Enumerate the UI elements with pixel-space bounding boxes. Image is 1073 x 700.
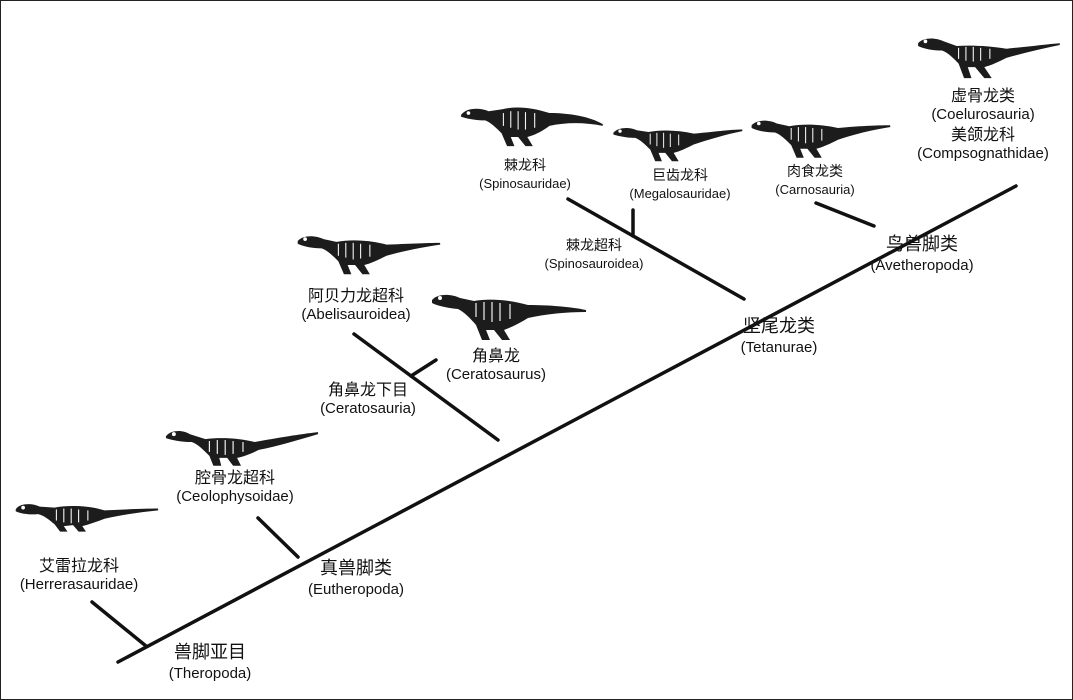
leaf-name-cn: 角鼻龙 [471, 346, 520, 365]
main-trunk-line [116, 184, 1018, 664]
leaf-name-cn: 肉食龙类 [787, 164, 843, 180]
leaf-name-cn: 艾雷拉龙科 [38, 556, 119, 575]
leaf-name-cn: 棘龙科 [504, 158, 546, 174]
leaf-label-spinosauridae: 棘龙科 (Spinosauridae) [460, 158, 590, 192]
leaf-name-en: (Carnosauria) [775, 181, 855, 197]
node-label-spinosauroidea: 棘龙超科 (Spinosauroidea) [526, 238, 662, 272]
node-label-eutheropoda: 真兽脚类 (Eutheropoda) [286, 558, 426, 599]
dinosaur-skeleton-icon [165, 431, 319, 466]
node-name-en: (Ceratosauria) [320, 400, 416, 417]
dinosaur-skeleton-icon [297, 236, 441, 275]
leaf-name-en: (Abelisauroidea) [301, 306, 411, 323]
leaf-name-cn-2: 美颌龙科 [950, 124, 1015, 144]
leaf-name-en-2: (Compsognathidae) [917, 144, 1049, 162]
node-name-en: (Avetheropoda) [870, 256, 974, 274]
dinosaur-skeleton-icon [918, 38, 1060, 79]
leaf-name-cn: 虚骨龙类 [950, 86, 1015, 105]
leaf-name-cn: 阿贝力龙超科 [307, 286, 404, 305]
node-label-theropoda: 兽脚亚目 (Theropoda) [150, 642, 270, 683]
leaf-name-en: (Spinosauridae) [479, 175, 571, 191]
node-name-cn: 棘龙超科 [566, 238, 622, 254]
branch-ceratosaurus [409, 358, 438, 378]
branch-ceratosauria [352, 332, 500, 442]
leaf-name-cn: 巨齿龙科 [652, 168, 708, 184]
node-name-en: (Tetanurae) [740, 338, 818, 356]
dinosaur-skeleton-icon [432, 294, 586, 340]
branch-spinosauroidea [566, 197, 746, 301]
node-name-en: (Eutheropoda) [308, 580, 404, 598]
leaf-label-herrerasauridae: 艾雷拉龙科 (Herrerasauridae) [0, 556, 158, 595]
node-name-en: (Spinosauroidea) [544, 255, 644, 271]
leaf-label-ceratosaurus: 角鼻龙 (Ceratosaurus) [426, 346, 566, 385]
leaf-label-ceolophysoidae: 腔骨龙超科 (Ceolophysoidae) [156, 468, 314, 507]
leaf-label-carnosauria: 肉食龙类 (Carnosauria) [758, 164, 872, 198]
node-name-en: (Theropoda) [168, 664, 252, 682]
node-name-cn: 角鼻龙下目 [327, 380, 408, 399]
leaf-label-abelisauroidea: 阿贝力龙超科 (Abelisauroidea) [282, 286, 430, 325]
dinosaur-skeleton-icon [613, 128, 743, 162]
leaf-name-en: (Ceolophysoidae) [176, 488, 294, 505]
dinosaur-skeleton-icon [461, 107, 603, 147]
node-label-ceratosauria: 角鼻龙下目 (Ceratosauria) [300, 380, 436, 419]
node-name-cn: 兽脚亚目 [174, 642, 246, 663]
leaf-name-en: (Herrerasauridae) [19, 576, 139, 593]
branch-ceolophysoidae [256, 516, 300, 559]
dinosaur-skeleton-icon [751, 120, 891, 158]
node-label-avetheropoda: 鸟兽脚类 (Avetheropoda) [852, 234, 992, 275]
leaf-name-en: (Megalosauridae) [629, 185, 731, 201]
branch-herrerasauridae [90, 600, 148, 648]
leaf-label-megalosauridae: 巨齿龙科 (Megalosauridae) [610, 168, 750, 202]
node-name-cn: 坚尾龙类 [743, 316, 815, 337]
node-label-tetanurae: 坚尾龙类 (Tetanurae) [724, 316, 834, 357]
branch-carnosauria [814, 201, 876, 228]
leaf-label-coelurosauria: 虚骨龙类 (Coelurosauria) 美颌龙科 (Compsognathid… [892, 86, 1073, 164]
node-name-cn: 鸟兽脚类 [886, 234, 958, 255]
node-name-cn: 真兽脚类 [320, 558, 392, 579]
leaf-name-en: (Coelurosauria) [931, 106, 1035, 123]
leaf-name-en: (Ceratosaurus) [445, 366, 547, 383]
leaf-name-cn: 腔骨龙超科 [194, 468, 275, 487]
dinosaur-skeleton-icon [15, 504, 159, 532]
